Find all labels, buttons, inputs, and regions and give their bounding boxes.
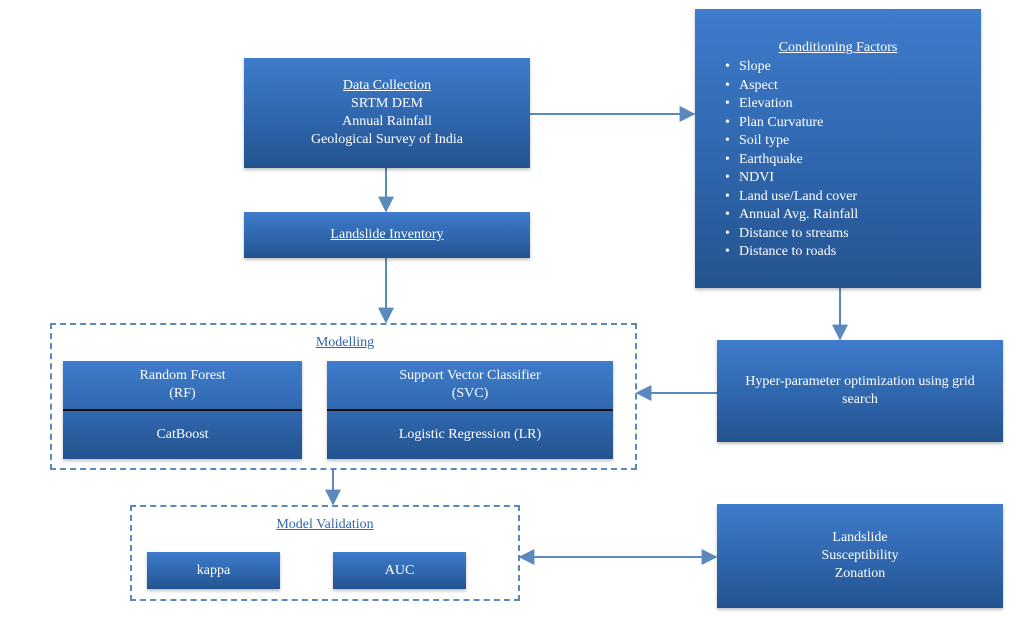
data-collection-line-2: Annual Rainfall (342, 114, 432, 129)
svc-line-2: (SVC) (451, 386, 489, 401)
data-collection-title: Data Collection (342, 78, 432, 93)
factor-item: Aspect (725, 77, 981, 96)
lr-label: Logistic Regression (LR) (398, 427, 542, 442)
factor-item: Soil type (725, 132, 981, 151)
auc-box: AUC (333, 552, 466, 589)
rf-section: Random Forest (RF) (63, 361, 302, 409)
factor-item: Distance to roads (725, 243, 981, 262)
svc-divider (327, 409, 613, 411)
model-validation-title: Model Validation (276, 517, 374, 532)
factor-item: Land use/Land cover (725, 188, 981, 207)
factor-item: Elevation (725, 95, 981, 114)
susceptibility-box: Landslide Susceptibility Zonation (717, 504, 1003, 608)
conditioning-factors-list: Slope Aspect Elevation Plan Curvature So… (695, 58, 981, 262)
catboost-label: CatBoost (156, 427, 209, 442)
conditioning-factors-title: Conditioning Factors (778, 40, 898, 55)
susceptibility-line-3: Zonation (834, 566, 886, 581)
rf-divider (63, 409, 302, 411)
hyperparameter-text: Hyper-parameter optimization using grid … (745, 374, 975, 407)
data-collection-line-1: SRTM DEM (351, 96, 423, 111)
modelling-group (50, 323, 637, 470)
catboost-section: CatBoost (63, 411, 302, 459)
svc-lr-box: Support Vector Classifier (SVC) Logistic… (327, 361, 613, 459)
factor-item: Distance to streams (725, 225, 981, 244)
model-validation-group (130, 505, 520, 601)
auc-label: AUC (384, 562, 415, 578)
rf-line-1: Random Forest (139, 368, 226, 383)
rf-catboost-box: Random Forest (RF) CatBoost (63, 361, 302, 459)
factor-item: Plan Curvature (725, 114, 981, 133)
factor-item: Slope (725, 58, 981, 77)
data-collection-box: Data Collection SRTM DEM Annual Rainfall… (244, 58, 530, 168)
modelling-title: Modelling (315, 335, 375, 350)
factor-item: Earthquake (725, 151, 981, 170)
hyperparameter-box: Hyper-parameter optimization using grid … (717, 340, 1003, 442)
conditioning-factors-box: Conditioning Factors Slope Aspect Elevat… (695, 9, 981, 288)
lr-section: Logistic Regression (LR) (327, 411, 613, 459)
data-collection-line-3: Geological Survey of India (310, 132, 463, 147)
susceptibility-line-1: Landslide (832, 530, 888, 545)
landslide-inventory-title: Landslide Inventory (330, 227, 444, 242)
svc-section: Support Vector Classifier (SVC) (327, 361, 613, 409)
rf-line-2: (RF) (169, 386, 196, 401)
kappa-label: kappa (196, 562, 231, 578)
factor-item: Annual Avg. Rainfall (725, 206, 981, 225)
landslide-inventory-box: Landslide Inventory (244, 212, 530, 258)
factor-item: NDVI (725, 169, 981, 188)
susceptibility-line-2: Susceptibility (821, 548, 899, 563)
svc-line-1: Support Vector Classifier (399, 368, 541, 383)
kappa-box: kappa (147, 552, 280, 589)
